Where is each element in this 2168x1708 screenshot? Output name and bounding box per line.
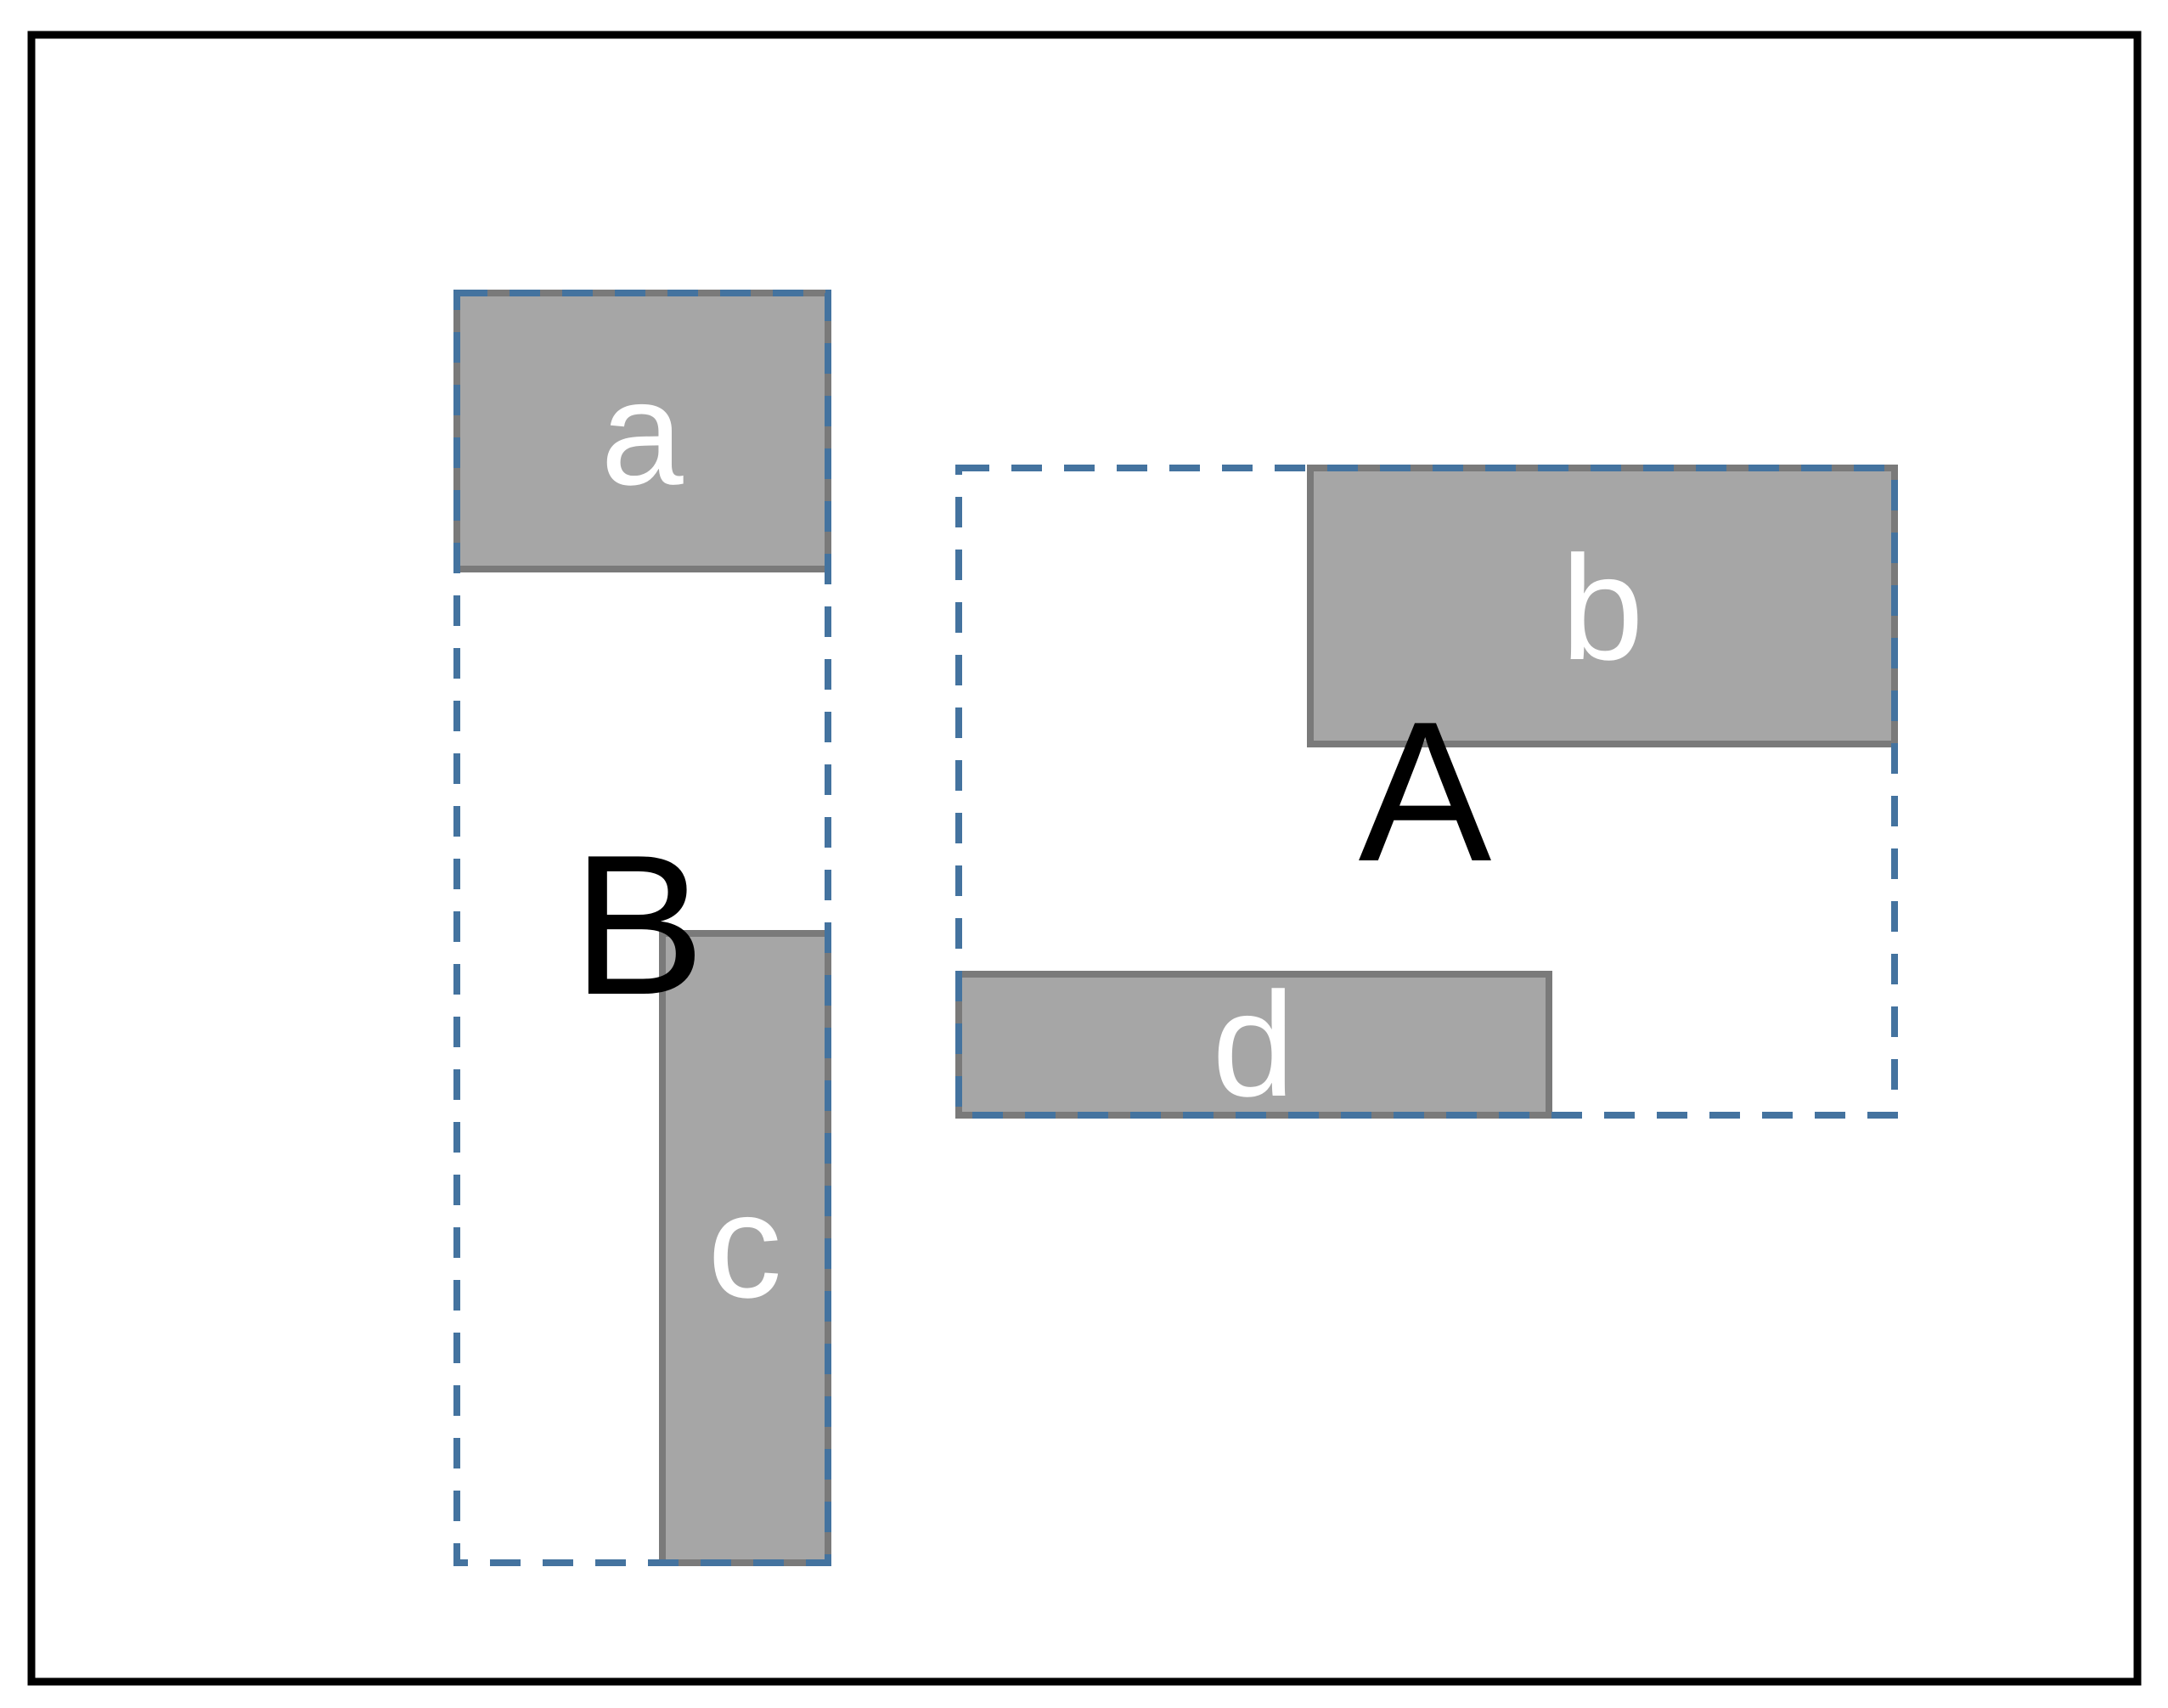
group-a-label: A xyxy=(1359,679,1492,903)
box-b-rect xyxy=(1307,465,1898,747)
box-b: b xyxy=(1307,465,1898,747)
box-b-label: b xyxy=(1561,526,1643,691)
group-b-label: B xyxy=(572,813,706,1036)
box-c-rect xyxy=(659,930,831,1566)
box-c-label: c xyxy=(707,1164,782,1329)
box-a: a xyxy=(453,290,831,572)
box-a-label: a xyxy=(600,351,684,516)
box-d-label: d xyxy=(1212,962,1294,1128)
diagram-frame xyxy=(27,31,2142,1686)
box-d: d xyxy=(955,962,1552,1128)
box-a-rect xyxy=(453,290,831,572)
group-b-outline xyxy=(453,290,831,1566)
box-c: c xyxy=(659,930,831,1566)
